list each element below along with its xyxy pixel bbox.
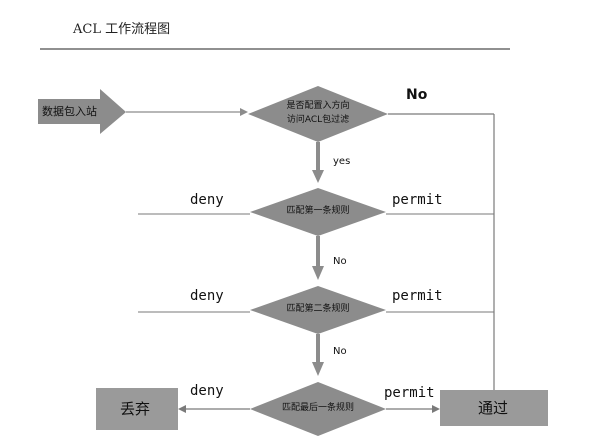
decision-1-line1: 是否配置入方向 — [286, 101, 350, 111]
label-permit-2: permit — [392, 192, 443, 208]
arrowhead-deny-4 — [178, 405, 186, 413]
label-deny-3: deny — [190, 288, 224, 304]
decision-2-text: 匹配第一条规则 — [286, 206, 350, 216]
decision-1-line2: 访问ACL包过滤 — [286, 115, 350, 125]
decision-diamond-1 — [248, 86, 388, 142]
label-deny-2: deny — [190, 192, 224, 208]
connector-d1-d2 — [316, 142, 320, 172]
arrowhead-d2-d3 — [312, 266, 324, 280]
arrowhead-d1-d2 — [312, 170, 324, 183]
label-no-top: No — [406, 87, 428, 103]
label-permit-3: permit — [392, 288, 443, 304]
decision-diamond-2 — [250, 188, 386, 236]
decision-3-text: 匹配第二条规则 — [286, 304, 350, 314]
label-no-2: No — [333, 256, 347, 267]
arrowhead-start — [240, 108, 248, 116]
decision-4-text: 匹配最后一条规则 — [281, 403, 354, 413]
arrowhead-permit-4 — [432, 405, 440, 413]
start-arrow-shape — [38, 89, 126, 134]
decision-diamond-4 — [250, 382, 386, 436]
connector-d2-d3 — [316, 236, 320, 268]
label-permit-4: permit — [384, 385, 435, 401]
label-deny-4: deny — [190, 383, 224, 399]
pass-box — [440, 390, 548, 426]
connector-d3-d4 — [316, 334, 320, 364]
label-yes: yes — [333, 156, 351, 167]
arrowhead-d3-d4 — [312, 362, 324, 376]
decision-diamond-3 — [250, 286, 386, 334]
pass-label: 通过 — [478, 399, 509, 417]
drop-box — [96, 388, 178, 430]
start-label: 数据包入站 — [42, 105, 97, 118]
drop-label: 丢弃 — [120, 400, 151, 418]
label-no-3: No — [333, 346, 347, 357]
page-title: ACL 工作流程图 — [73, 22, 171, 37]
